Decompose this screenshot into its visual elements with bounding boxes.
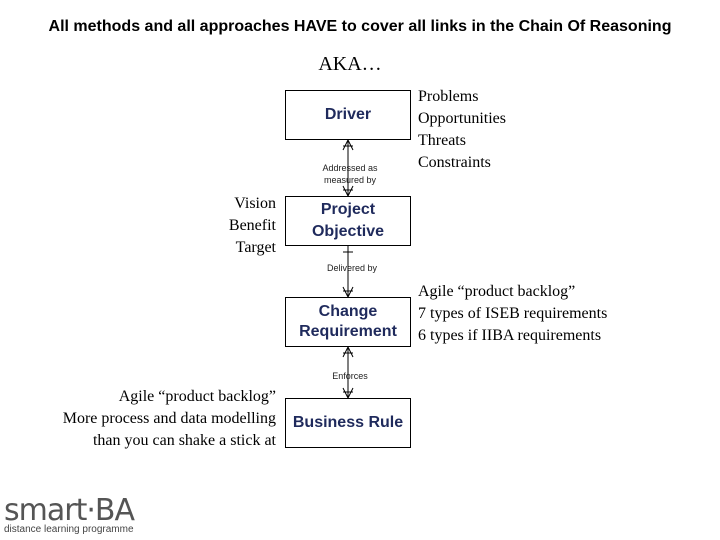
rule-note-item: More process and data modelling xyxy=(62,410,276,427)
rule-note-item: Agile “product backlog” xyxy=(118,388,276,405)
change-requirement-box: Change Requirement xyxy=(285,297,411,347)
rule-notes-list: Agile “product backlog” More process and… xyxy=(16,386,276,452)
change-label-line2: Requirement xyxy=(299,323,397,340)
change-note-item: 7 types of ISEB requirements xyxy=(418,305,608,322)
relation-enforces: Enforces xyxy=(332,371,368,381)
relation-addressed-line1: Addressed as xyxy=(322,163,378,173)
change-notes-list: Agile “product backlog” 7 types of ISEB … xyxy=(418,281,607,347)
objective-label-line1: Project xyxy=(320,201,376,218)
change-label-line1: Change xyxy=(318,303,378,320)
aka-heading: AKA… xyxy=(318,53,382,75)
objective-type-item: Benefit xyxy=(228,217,276,234)
driver-label: Driver xyxy=(324,106,372,123)
slide-title: All methods and all approaches HAVE to c… xyxy=(48,18,672,35)
driver-box: Driver xyxy=(285,90,411,140)
logo-dot: · xyxy=(86,493,95,528)
objective-types-list: Vision Benefit Target xyxy=(176,193,276,259)
change-note-item: 6 types if IIBA requirements xyxy=(418,327,602,344)
objective-label-line2: Objective xyxy=(311,223,385,240)
objective-type-item: Vision xyxy=(234,195,276,212)
driver-type-item: Opportunities xyxy=(418,110,506,127)
driver-types-list: Problems Opportunities Threats Constrain… xyxy=(418,86,506,174)
change-note-item: Agile “product backlog” xyxy=(418,283,576,300)
relation-addressed-line2: measured by xyxy=(323,175,377,185)
objective-type-item: Target xyxy=(235,239,276,256)
logo-wordmark: smart·BA xyxy=(4,495,144,527)
project-objective-box: Project Objective xyxy=(285,196,411,246)
driver-type-item: Problems xyxy=(418,88,479,105)
logo-suffix: BA xyxy=(94,493,135,528)
logo-main-text: smart xyxy=(4,493,87,528)
rule-note-item: than you can shake a stick at xyxy=(92,432,276,449)
relation-addressed: Addressed as measured by xyxy=(300,162,400,186)
driver-type-item: Threats xyxy=(418,132,466,149)
logo-tagline: distance learning programme xyxy=(4,524,134,535)
smartba-logo: smart·BA distance learning programme xyxy=(4,495,144,540)
rule-label: Business Rule xyxy=(292,414,404,431)
driver-type-item: Constraints xyxy=(418,154,491,171)
business-rule-box: Business Rule xyxy=(285,398,411,448)
relation-delivered: Delivered by xyxy=(326,263,378,273)
